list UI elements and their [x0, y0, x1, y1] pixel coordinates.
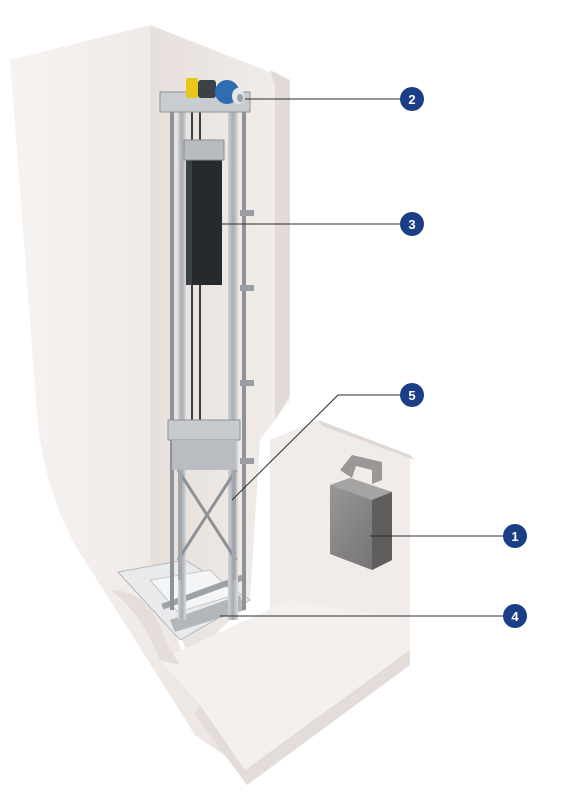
callout-2-label: 2: [408, 92, 415, 107]
counterweight: [183, 139, 225, 285]
callout-5-leader: [231, 394, 400, 501]
callout-1-label: 1: [511, 529, 518, 544]
callout-5-badge: 5: [400, 383, 424, 407]
floor-slab: [160, 600, 410, 770]
shaft-wall-left: [10, 25, 245, 770]
callout-1-badge: 1: [503, 524, 527, 548]
callout-4-badge: 4: [503, 604, 527, 628]
callouts: 2 3 5 1 4: [205, 87, 527, 628]
callout-2-badge: 2: [400, 87, 424, 111]
controller-wall-top: [318, 420, 415, 460]
callout-4-label: 4: [511, 609, 519, 624]
callout-5-label: 5: [408, 388, 415, 403]
callout-3-badge: 3: [400, 212, 424, 236]
callout-3-label: 3: [408, 217, 415, 232]
shaft-wall-edge: [270, 70, 290, 420]
control-cabinet: [330, 455, 392, 570]
shaft-walls: [10, 25, 415, 785]
wall-bracket: [340, 455, 382, 484]
car-frame: [167, 419, 241, 580]
pit-curve: [110, 590, 180, 665]
drive-motor: [159, 78, 251, 113]
